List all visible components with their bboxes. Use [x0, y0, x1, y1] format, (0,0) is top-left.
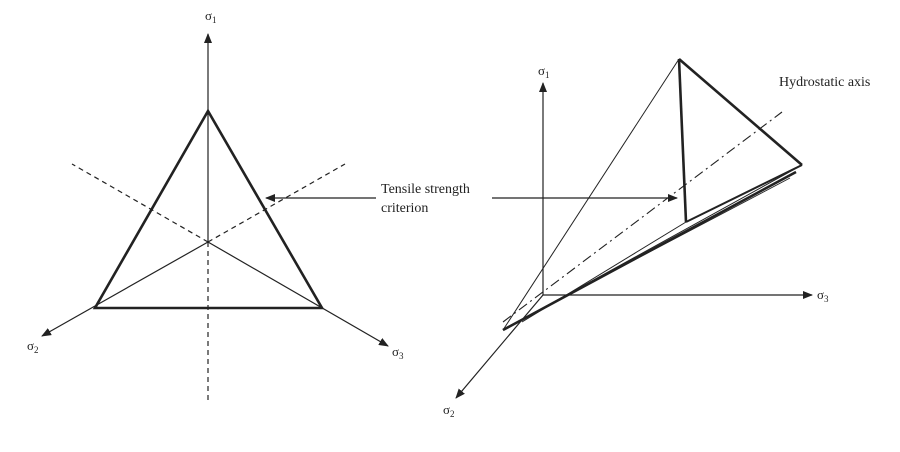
pyramid-edge-apex-sigma1 [677, 58, 688, 223]
left-sigma2-axis [41, 241, 209, 337]
left-sigma3-label: σ3 [392, 344, 404, 361]
left-deviatoric-view: σ1 σ2 σ3 [27, 8, 404, 400]
pyramid-edge-sigma1-sigma3 [685, 164, 803, 223]
right-sigma1-label: σ1 [538, 63, 550, 80]
right-3d-view: σ1 σ3 σ2 Hydrostatic axis [443, 58, 870, 419]
left-sigma2-label: σ2 [27, 338, 39, 355]
left-sigma1-label: σ1 [205, 8, 217, 25]
left-sigma3-negative-axis [71, 163, 209, 243]
pyramid-edge-base [502, 170, 797, 332]
right-sigma2-label: σ2 [443, 402, 455, 419]
right-sigma2-axis [455, 294, 544, 399]
annotation-line-1: Tensile strength [381, 182, 470, 197]
hydrostatic-axis-label: Hydrostatic axis [779, 75, 870, 90]
pyramid-edge-apex-sigma3 [678, 58, 803, 166]
left-sigma3-axis [207, 241, 389, 347]
left-tensile-triangle [92, 108, 325, 310]
annotation-line-2: criterion [381, 201, 428, 216]
right-sigma3-label: σ3 [817, 287, 829, 304]
tensile-criterion-annotation: Tensile strength criterion [265, 182, 678, 216]
pyramid-edge-apex-sigma2 [502, 58, 680, 331]
hydrostatic-axis-line [502, 111, 783, 323]
